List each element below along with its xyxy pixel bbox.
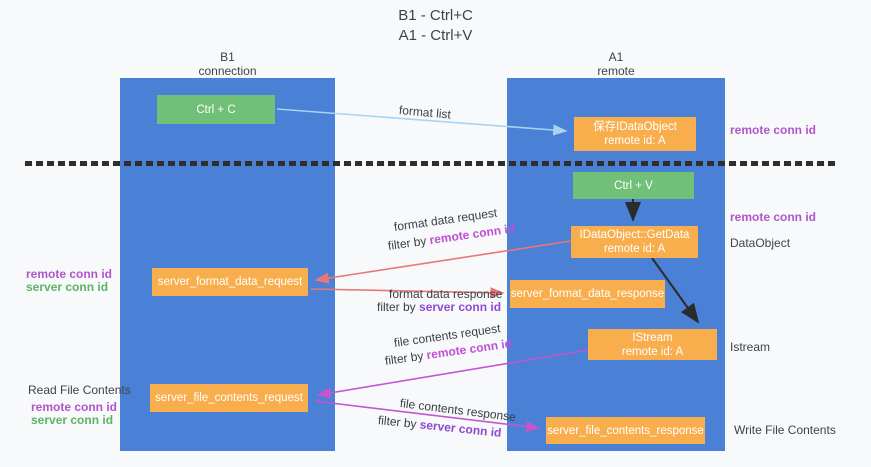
ctrl-c-box: Ctrl + C [157,95,275,124]
title-line-1: B1 - Ctrl+C [398,7,473,24]
save-dataobject-line2: remote id: A [604,135,666,147]
lifeline-header-a1: A1 remote [507,50,725,78]
diagram-title: B1 - Ctrl+C A1 - Ctrl+V [0,6,871,46]
save-dataobject-line1: 保存IDataObject [593,121,677,133]
remote-conn-id-annotation-left-2: remote conn id [31,400,118,414]
lifeline-a1-name: A1 [608,50,624,64]
getdata-box: IDataObject::GetData remote id: A [571,226,698,258]
getdata-line1: IDataObject::GetData [579,229,690,241]
filter-by-text: filter by [377,413,421,432]
server-file-contents-request-label: server_file_contents_request [155,392,303,404]
server-format-data-response-label: server_format_data_response [510,288,665,300]
filter-by-text: filter by [387,233,431,253]
remote-conn-id-annotation-left-1: remote conn id [26,267,113,281]
ctrl-c-label: Ctrl + C [196,103,236,116]
server-conn-id-annotation-left-1: server conn id [26,280,109,294]
lifeline-header-b1: B1 connection [120,50,335,78]
server-conn-id-text: server conn id [419,300,502,314]
dataobject-annotation: DataObject [730,236,791,250]
getdata-line2: remote id: A [603,243,666,255]
server-conn-id-annotation-left-2: server conn id [31,413,114,427]
ctrl-v-box: Ctrl + V [573,172,694,199]
phase-separator-dashed-line [25,161,837,166]
lifeline-b1-name: B1 [220,50,235,64]
format-list-label: format list [398,103,452,122]
format-data-response-label: format data response [389,287,503,301]
title-line-2: A1 - Ctrl+V [398,27,473,44]
save-dataobject-box: 保存IDataObject remote id: A [574,117,696,151]
istream-box: IStream remote id: A [588,329,717,360]
server-format-data-request-box: server_format_data_request [152,268,308,296]
read-file-contents-annotation: Read File Contents [28,383,131,397]
istream-line2: remote id: A [621,345,684,358]
lifeline-b1-role: connection [198,64,257,78]
istream-line1: IStream [632,331,673,344]
server-file-contents-request-box: server_file_contents_request [150,384,308,412]
remote-conn-id-annotation-right-2: remote conn id [730,210,817,224]
server-file-contents-response-box: server_file_contents_response [546,417,705,444]
server-format-data-response-box: server_format_data_response [510,280,665,308]
filter-by-text: filter by [384,348,428,368]
filter-by-server-conn-id-label-1: filter by server conn id [377,300,501,314]
server-format-data-request-label: server_format_data_request [157,276,303,288]
lifeline-a1-role: remote [597,64,635,78]
ctrl-v-label: Ctrl + V [614,179,653,192]
filter-by-text: filter by [377,300,420,314]
server-file-contents-response-label: server_file_contents_response [547,424,704,437]
istream-annotation: Istream [730,340,771,354]
write-file-contents-annotation: Write File Contents [734,423,836,437]
remote-conn-id-annotation-right-1: remote conn id [730,123,817,137]
